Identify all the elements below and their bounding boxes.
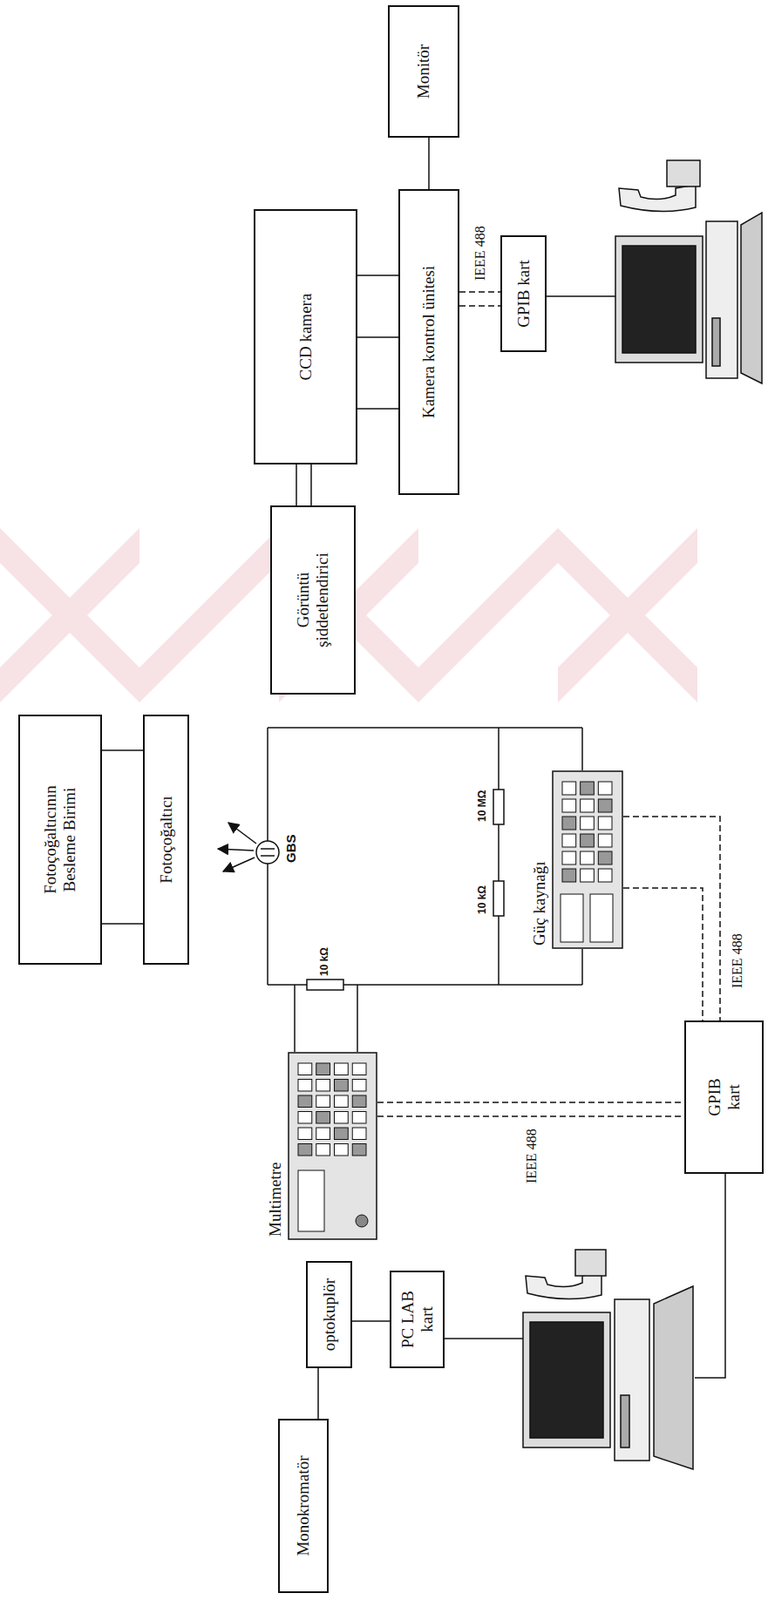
process-box: Fotoçoğaltıcı: [142, 714, 190, 966]
connector-line: [428, 137, 430, 190]
connector-line: [459, 305, 501, 307]
node-label: Fotoçoğaltıcı: [156, 795, 177, 884]
resistor-symbol: [306, 789, 504, 991]
connector-line: [357, 274, 399, 277]
process-box: CCD kamera: [253, 209, 358, 465]
lamp-symbol: [217, 822, 279, 872]
connector-line: [459, 291, 501, 293]
computer-icon: [523, 1250, 694, 1470]
process-box: Monokromatör: [278, 1419, 329, 1594]
connector-line: [377, 1101, 685, 1104]
bus-connector: [623, 816, 721, 1021]
interface-card: GPIB kart: [684, 1020, 764, 1175]
connector: [311, 464, 313, 506]
power-supply-instrument: Güç kaynağı: [551, 770, 624, 950]
bus-connector: [377, 1102, 685, 1117]
connector-line: [101, 749, 143, 752]
bus-label: IEEE 488: [471, 224, 489, 283]
connector: [296, 464, 298, 506]
node-label: Monitör: [414, 44, 434, 99]
process-box: Görüntü şiddetlendirici: [270, 505, 356, 695]
process-box: PC LAB kart: [389, 1270, 445, 1369]
process-box: optokuplör: [305, 1261, 353, 1369]
connector: [357, 408, 399, 410]
connector: [101, 750, 143, 752]
connector-line: [623, 816, 721, 1021]
connector-line: [317, 1368, 320, 1420]
instrument-panel: [287, 1052, 378, 1241]
connector-line: [357, 336, 399, 339]
node-label: Fotoçoğaltıcının Besleme Birimi: [40, 761, 80, 919]
connector: [428, 137, 430, 190]
node-label: Kamera kontrol ünitesi: [419, 265, 439, 419]
node-label: optokuplör: [319, 1278, 340, 1352]
node-label: GPIB kart: [705, 1071, 744, 1124]
connector-line: [357, 407, 399, 410]
multimeter-instrument: Multimetre: [287, 1052, 378, 1241]
node-label: GPIB kart: [514, 259, 534, 328]
instrument-panel: [551, 770, 624, 950]
connector-line: [377, 1115, 685, 1118]
resistor-value: 10 kΩ: [318, 947, 331, 977]
process-box: Monitör: [387, 5, 460, 138]
node-label: Multimetre: [265, 1162, 286, 1237]
process-box: Fotoçoğaltıcının Besleme Birimi: [18, 714, 102, 966]
connector-line: [101, 923, 143, 925]
resistor-value: 10 MΩ: [475, 790, 489, 823]
connector: [318, 1368, 320, 1420]
node-label: CCD kamera: [296, 293, 316, 381]
process-box: Kamera kontrol ünitesi: [398, 189, 460, 496]
bus-label: IEEE 488: [728, 931, 746, 991]
bus-connector: [459, 292, 501, 306]
node-label: PC LAB kart: [398, 1284, 437, 1355]
connector: [101, 924, 143, 925]
bus-label: IEEE 488: [523, 1127, 540, 1186]
computer-icon: [615, 160, 762, 384]
connector-line: [352, 1320, 390, 1323]
connector-line: [295, 464, 298, 506]
connector-line: [310, 464, 313, 506]
connector: [357, 275, 399, 277]
interface-card: GPIB kart: [500, 235, 547, 353]
connector: [352, 1321, 390, 1323]
connector: [357, 337, 399, 339]
lamp-label: GBS: [283, 834, 300, 864]
node-label: Görüntü şiddetlendirici: [293, 535, 333, 667]
resistor-value: 10 kΩ: [475, 885, 489, 915]
node-label: Güç kaynağı: [530, 861, 550, 946]
connector-line: [623, 888, 703, 1021]
node-label: Monokromatör: [293, 1455, 313, 1557]
